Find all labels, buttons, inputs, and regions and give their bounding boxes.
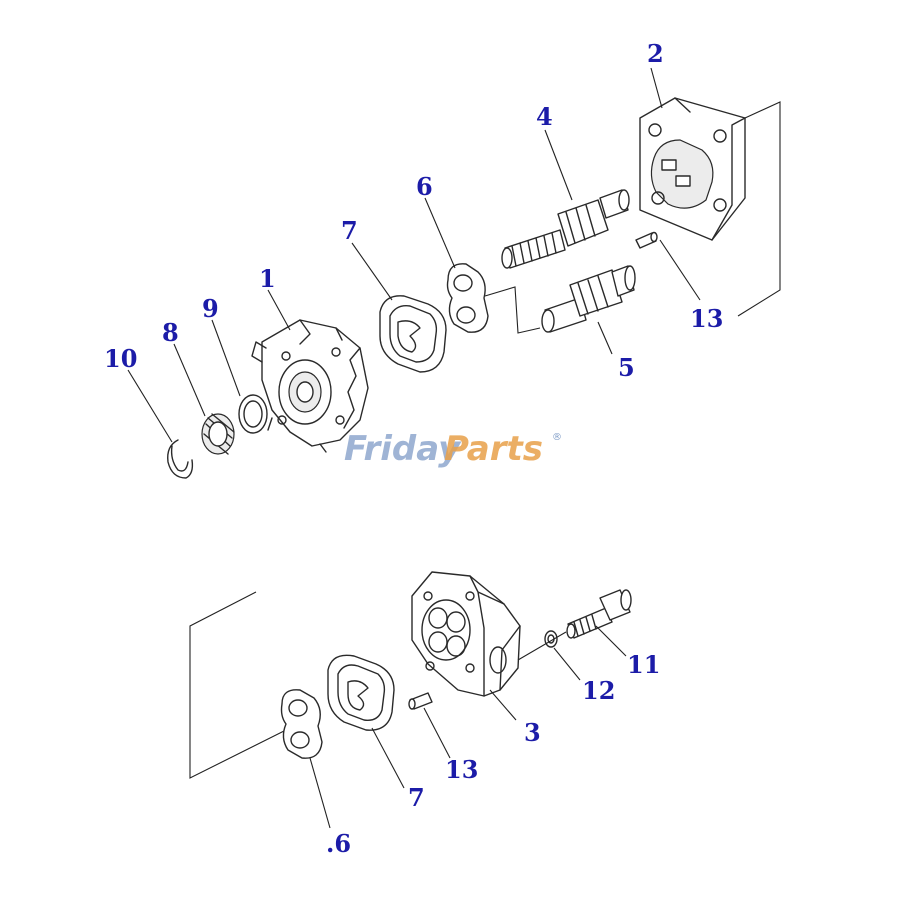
part-8-oil-seal [201, 413, 235, 455]
bracket-line-top [737, 101, 781, 317]
part-13-dowel-pin-bottom [408, 692, 433, 710]
callout-1: 1 [259, 264, 276, 293]
part-12-washer [544, 630, 558, 648]
part-7-gasket-bottom [327, 654, 395, 731]
part-6-bushing-plate-bottom [280, 689, 323, 759]
callout-2: 2 [647, 39, 664, 68]
part-10-snap-ring [167, 439, 194, 479]
callout-3: 3 [524, 718, 541, 747]
callout-11: 11 [627, 650, 660, 679]
watermark-logo: Friday Parts ® [344, 429, 562, 469]
callout-4: 4 [536, 102, 553, 131]
callout-8: 8 [162, 318, 179, 347]
part-5-driven-gear [541, 265, 636, 333]
bolt-axis-line [517, 631, 567, 661]
part-7-gasket-top [379, 295, 447, 373]
callout-9: 9 [202, 294, 219, 323]
part-13-dowel-pin-top [635, 231, 658, 249]
part-3-gear-housing [411, 571, 521, 697]
part-9-washer [238, 394, 268, 434]
callout-12: 12 [582, 676, 615, 705]
bottom-leader-lines [309, 625, 627, 829]
shaft-link-bracket [484, 286, 541, 334]
callout-13-bottom: 13 [445, 755, 478, 784]
callout-6-bottom: .6 [326, 829, 351, 858]
part-4-drive-shaft [501, 189, 630, 269]
callout-10: 10 [104, 344, 137, 373]
callout-5: 5 [618, 353, 635, 382]
callout-13-top: 13 [690, 304, 723, 333]
callout-7-bottom: 7 [408, 783, 425, 812]
callout-7-top: 7 [341, 216, 358, 245]
top-leader-lines [127, 67, 701, 443]
bracket-line-bottom [189, 591, 291, 779]
part-6-bushing-plate-top [446, 263, 489, 333]
part-2-rear-plate [639, 97, 746, 241]
callout-6-top: 6 [416, 172, 433, 201]
part-1-front-cover [251, 319, 369, 453]
watermark-registered-mark: ® [552, 432, 562, 443]
watermark-text-parts: Parts [444, 429, 543, 469]
part-11-bolt [566, 589, 632, 639]
watermark-text-friday: Friday [344, 429, 462, 469]
